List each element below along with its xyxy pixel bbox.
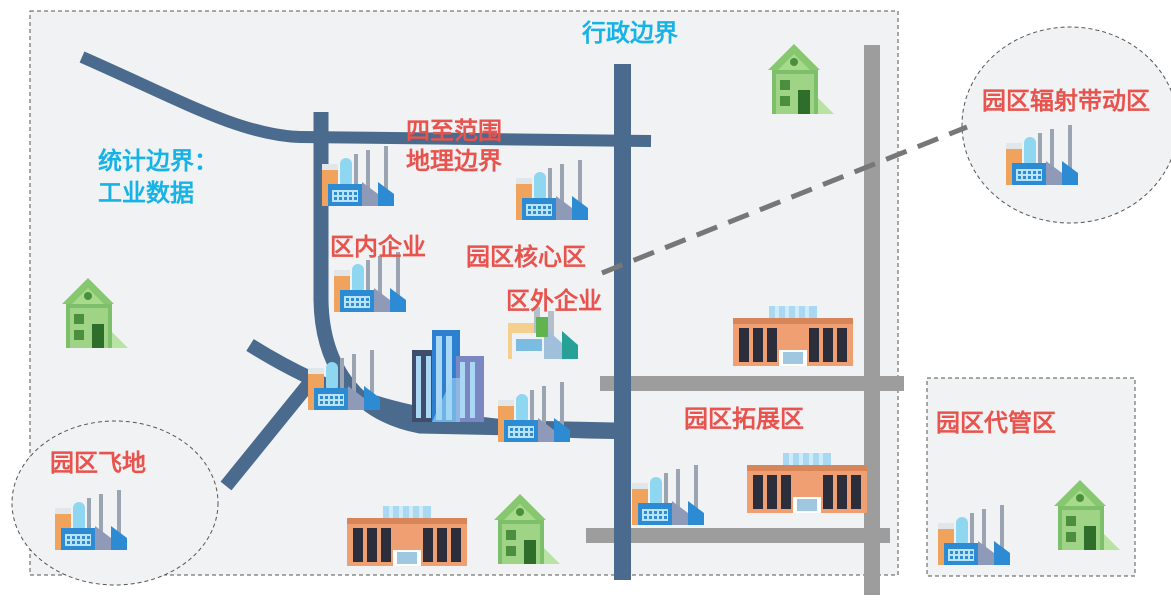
gray-road-vertical: [864, 45, 880, 595]
enclave-label: 园区飞地: [50, 449, 146, 477]
in-zone-enterprise-label: 区内企业: [330, 233, 426, 261]
gray-road-horizontal-bottom: [586, 528, 890, 543]
park-core-label: 园区核心区: [466, 243, 586, 271]
stats-boundary-label-line2: 工业数据: [98, 179, 194, 207]
four-bounds-label-line1: 四至范围: [406, 117, 502, 145]
four-bounds-label-line2: 地理边界: [406, 147, 502, 175]
enclave-circle: [11, 420, 219, 586]
radiation-zone-label: 园区辐射带动区: [982, 87, 1150, 115]
gray-road-horizontal-top: [600, 376, 904, 391]
managed-zone-label: 园区代管区: [936, 409, 1056, 437]
admin-boundary-label: 行政边界: [582, 19, 678, 47]
radiation-connector-line: [601, 124, 968, 276]
out-zone-enterprise-label: 区外企业: [506, 287, 602, 315]
stats-boundary-label-line1: 统计边界：: [98, 147, 218, 175]
radiation-zone-circle: [961, 26, 1171, 224]
blue-road-vertical: [614, 64, 631, 580]
expansion-zone-label: 园区拓展区: [684, 405, 804, 433]
